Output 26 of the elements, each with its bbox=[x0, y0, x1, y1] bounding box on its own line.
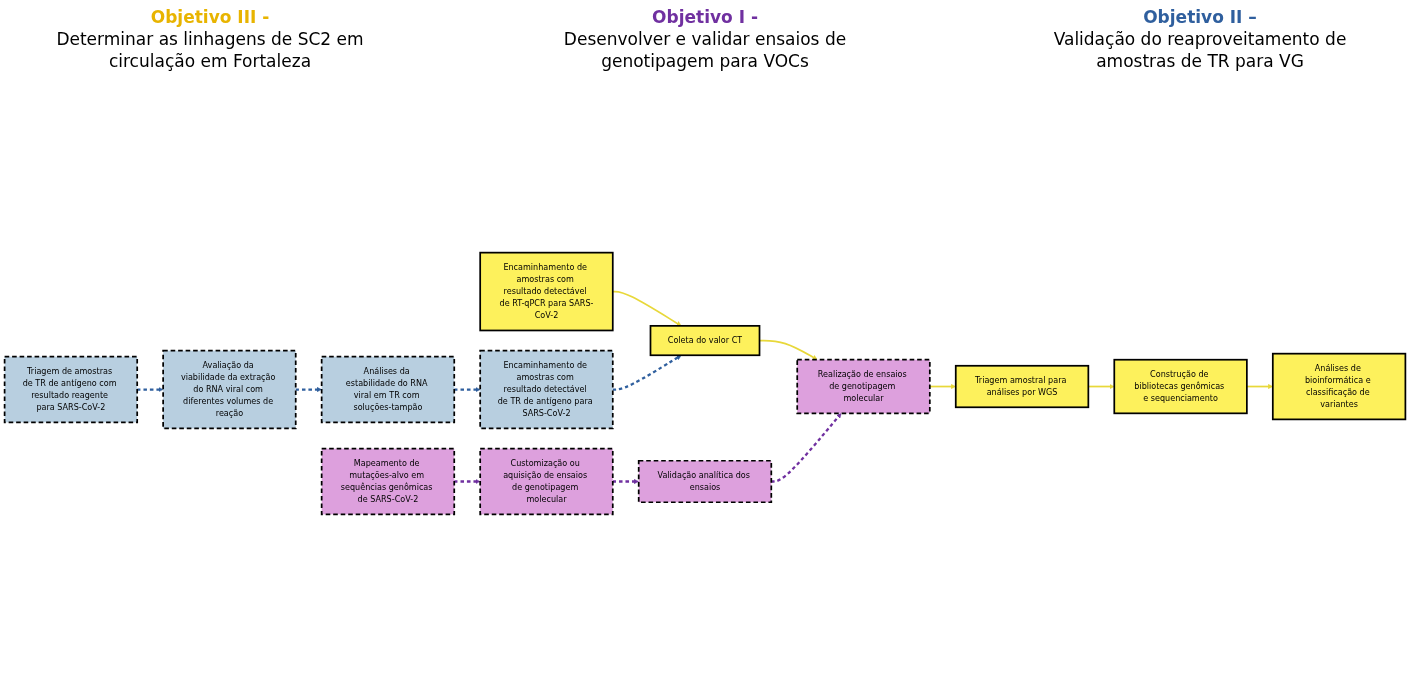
arrow bbox=[454, 387, 481, 393]
node-box: Mapeamento de mutações-alvo em sequências genômicas de SARS-CoV-2 bbox=[320, 447, 456, 516]
arrow bbox=[295, 387, 322, 393]
objective-heading: Objetivo II – bbox=[1142, 6, 1258, 29]
node-box: Coleta do valor CT bbox=[649, 325, 761, 357]
arrow bbox=[612, 355, 682, 391]
objective-text: Validação do reaproveitamento de amostras de TR para VG bbox=[1052, 28, 1348, 73]
node-box: Análises de bioinformática e classificação de variantes bbox=[1271, 352, 1407, 421]
arrow bbox=[612, 478, 639, 485]
node-box: Triagem amostral para análises por WGS bbox=[954, 364, 1090, 409]
node-box: Realização de ensaios de genotipagem molecular bbox=[796, 358, 931, 415]
node-box: Encaminhamento de amostras com resultado detectável de TR de antígeno para SARS-CoV-2 bbox=[479, 349, 614, 430]
node-box: Encaminhamento de amostras com resultado detectável de RT-qPCR para SARS-CoV-2 bbox=[479, 251, 614, 332]
objective-heading: Objetivo III - bbox=[149, 6, 271, 29]
node-box: Construção de bibliotecas genômicas e sequenciamento bbox=[1113, 358, 1248, 415]
node-box: Validação analítica dos ensaios bbox=[637, 459, 773, 504]
node-box: Triagem de amostras de TR de antígeno com resultado reagente para SARS-CoV-2 bbox=[3, 355, 139, 424]
arrow bbox=[454, 478, 481, 485]
node-box: Customização ou aquisição de ensaios de genotipagem molecular bbox=[479, 447, 614, 516]
arrow bbox=[137, 387, 164, 393]
node-box: Avaliação da viabilidade da extração do RNA viral com diferentes volumes de reação bbox=[162, 349, 297, 430]
objective-text: Determinar as linhagens de SC2 em circulação em Fortaleza bbox=[55, 28, 365, 73]
objective-text: Desenvolver e validar ensaios de genotipagem para VOCs bbox=[562, 28, 848, 73]
arrow bbox=[771, 413, 842, 483]
node-box: Análises da estabilidade do RNA viral em TR com soluções-tampão bbox=[320, 355, 456, 424]
objective-heading: Objetivo I - bbox=[651, 6, 759, 29]
